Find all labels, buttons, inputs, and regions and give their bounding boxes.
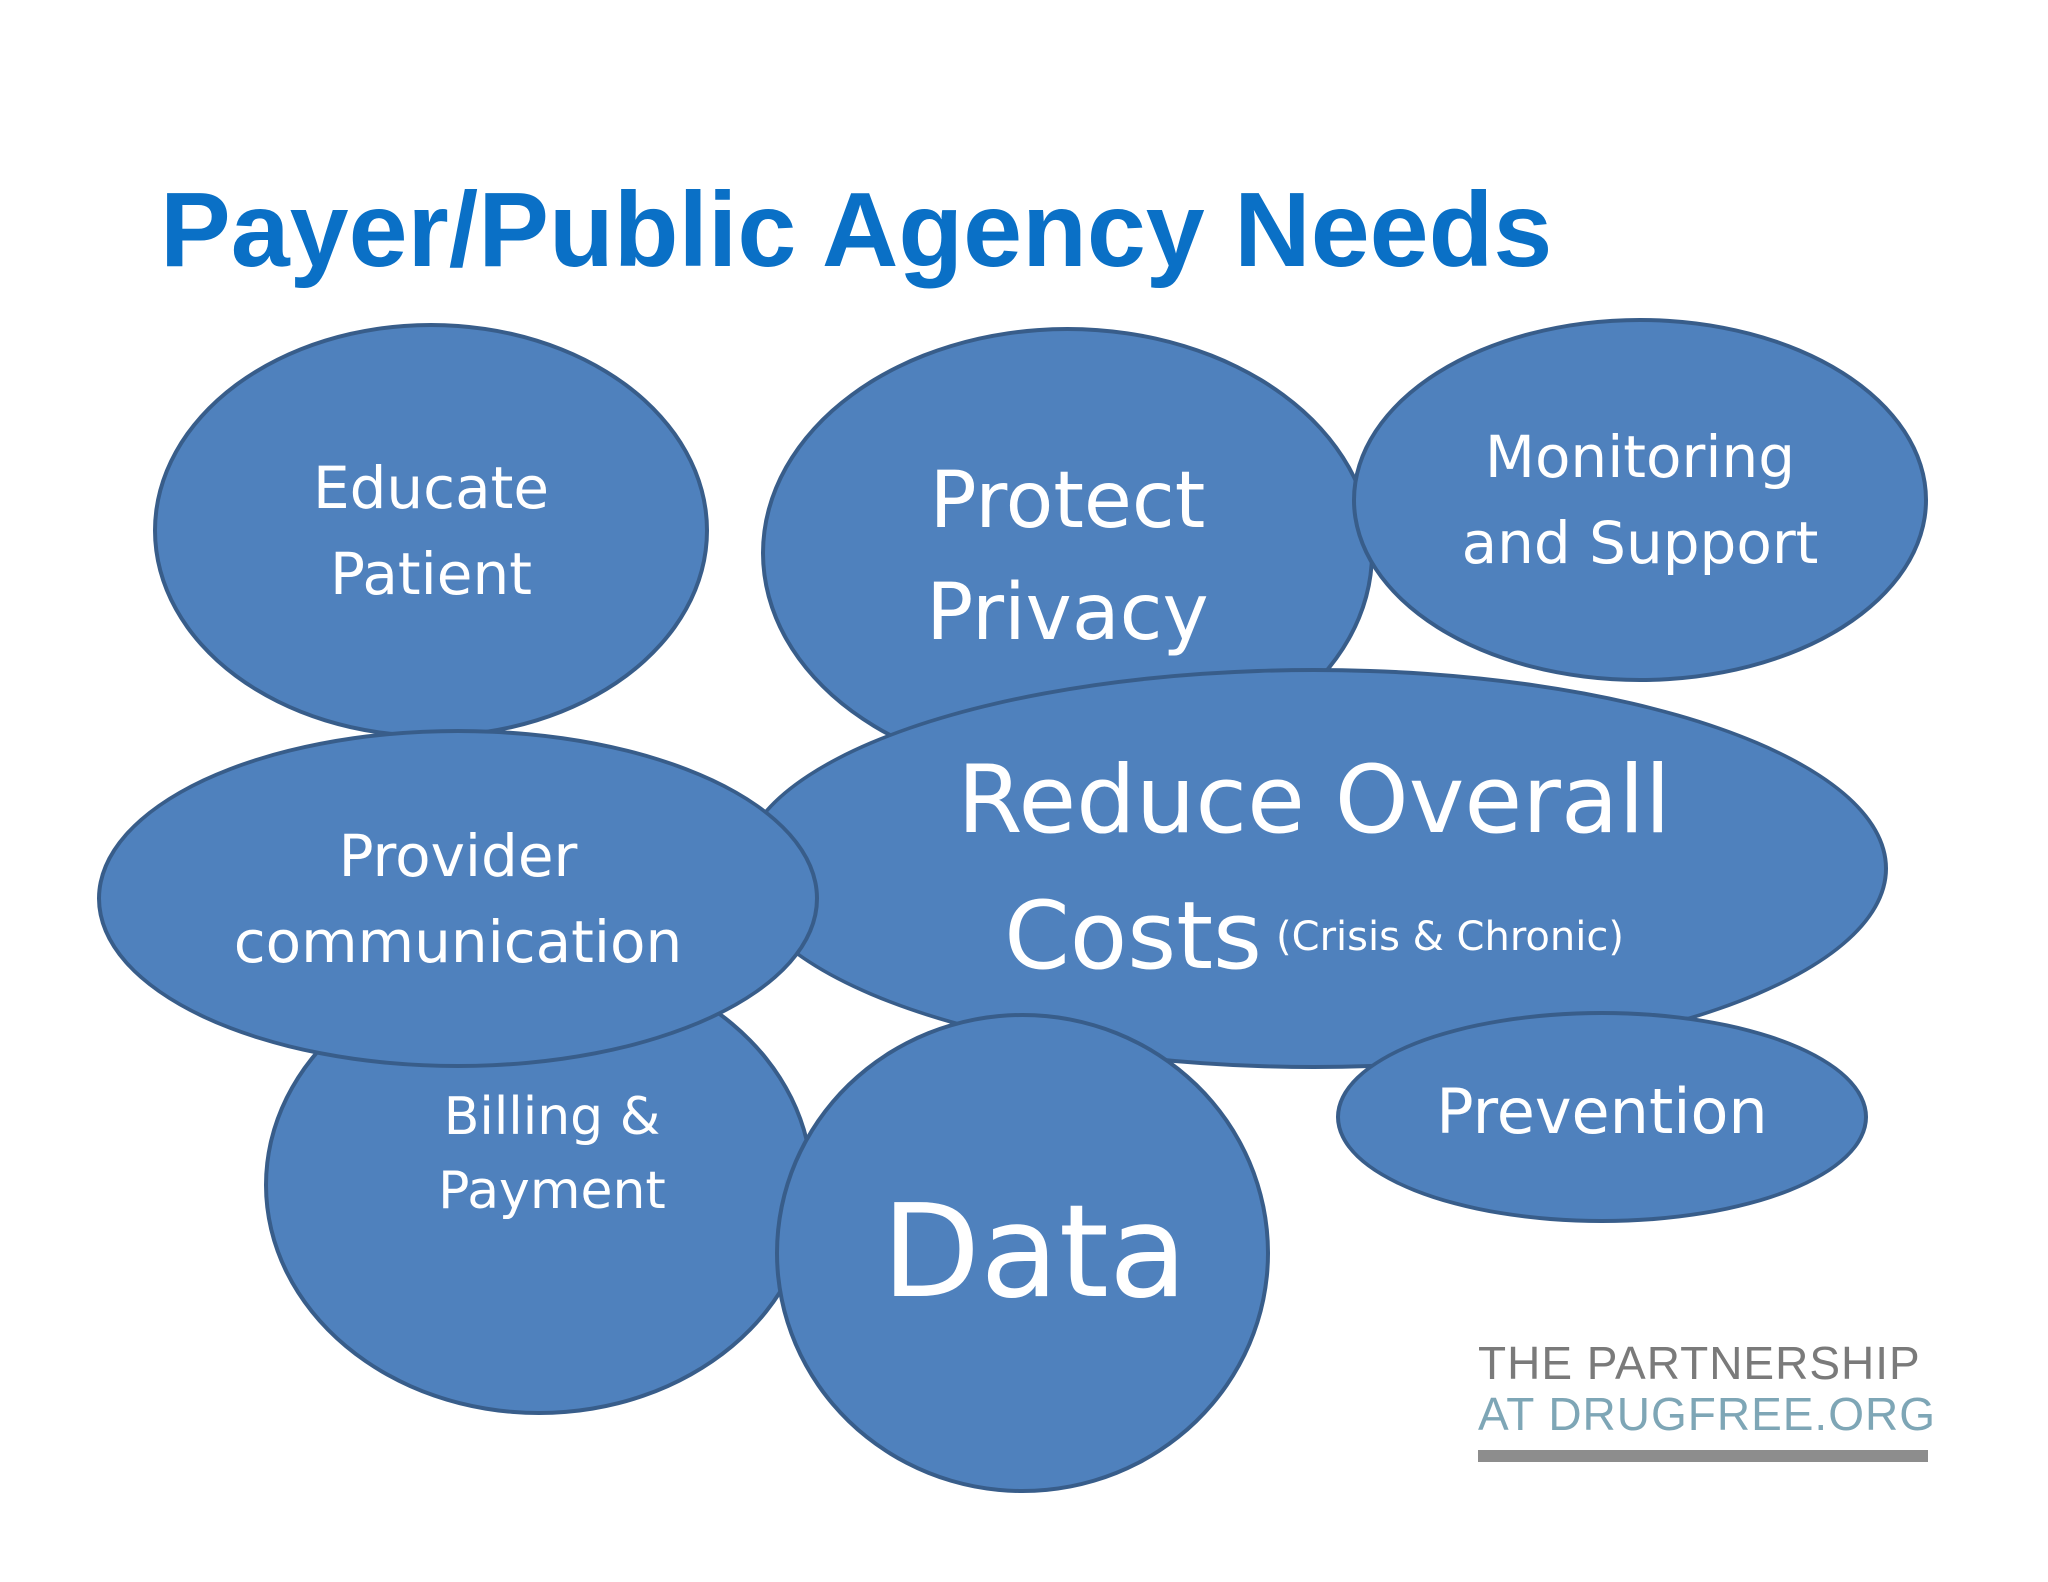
bubble-monitor-line-1: Monitoring xyxy=(1484,423,1796,491)
logo-underline xyxy=(1478,1450,1928,1462)
bubble-reduce-line-1: Reduce Overall xyxy=(957,745,1671,855)
logo-line-2: AT DRUGFREE.ORG xyxy=(1478,1388,1936,1440)
bubble-prevention: Prevention xyxy=(1336,1011,1868,1223)
bubble-data-label: Data xyxy=(881,1178,1188,1327)
bubble-monitor-line-2: and Support xyxy=(1461,509,1819,577)
bubble-prevention-label: Prevention xyxy=(1436,1075,1768,1148)
bubble-provider-communication: Provider communication xyxy=(97,729,819,1068)
bubble-billing-line-1: Billing & xyxy=(443,1087,661,1147)
bubble-billing-line-2: Payment xyxy=(438,1161,666,1221)
bubble-reduce-costs: Costs xyxy=(1004,881,1263,991)
bubble-protect-line-2: Privacy xyxy=(926,568,1209,658)
bubble-provider-line-2: communication xyxy=(233,907,683,976)
bubble-educate-patient: Educate Patient xyxy=(153,323,709,738)
bubble-educate-line-1: Educate xyxy=(312,453,550,522)
bubble-protect-line-1: Protect xyxy=(929,456,1206,546)
bubble-reduce-line-2: Costs (Crisis & Chronic) xyxy=(1004,869,1624,1005)
logo-line-1: THE PARTNERSHIP xyxy=(1478,1337,1921,1389)
bubble-reduce-subtitle: (Crisis & Chronic) xyxy=(1276,913,1624,960)
bubble-reduce-overall-costs: Reduce Overall Costs (Crisis & Chronic) xyxy=(740,668,1888,1069)
slide-title: Payer/Public Agency Needs xyxy=(160,171,1553,289)
bubble-educate-line-2: Patient xyxy=(330,539,532,608)
bubble-data: Data xyxy=(775,1013,1270,1493)
bubble-monitoring-support: Monitoring and Support xyxy=(1352,318,1928,682)
partnership-logo: THE PARTNERSHIP AT DRUGFREE.ORG xyxy=(1478,1337,1936,1462)
bubble-provider-line-1: Provider xyxy=(338,821,578,890)
